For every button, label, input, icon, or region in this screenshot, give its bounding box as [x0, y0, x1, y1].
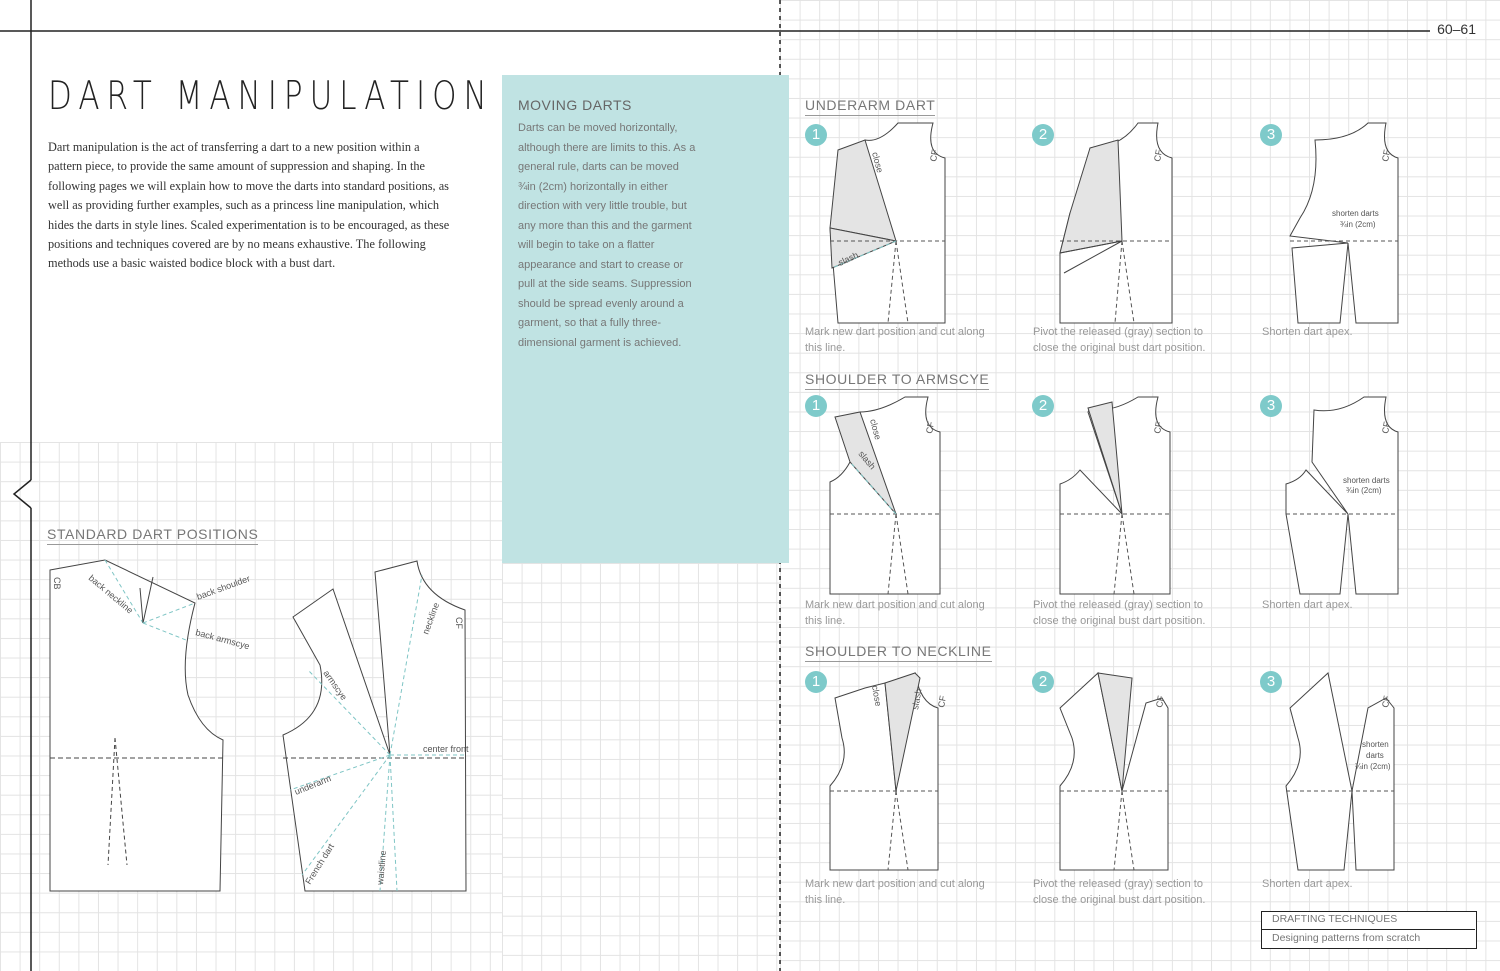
- grid-background-middle: [502, 563, 780, 971]
- shoulder-neckline-step1-diagram: close slash CF: [829, 671, 948, 871]
- underarm-step2-diagram: CF: [1059, 122, 1173, 324]
- underarm-step3-diagram: shorten darts ¾in (2cm) CF: [1289, 122, 1399, 324]
- standard-dart-title: STANDARD DART POSITIONS: [47, 526, 259, 545]
- caption-underarm-3: Shorten dart apex.: [1262, 326, 1353, 338]
- standard-dart-diagram: CB back neckline back shoulder back arms…: [49, 559, 469, 892]
- shoulder-armscye-step3-diagram: shorten darts ¾in (2cm) CF: [1285, 396, 1399, 595]
- intro-paragraph: Dart manipulation is the act of transfer…: [48, 140, 450, 271]
- label-back-shoulder: back shoulder: [195, 573, 251, 602]
- label-slash: slash: [910, 688, 923, 710]
- step-badge-1: 1: [805, 395, 827, 417]
- label-shorten: shorten: [1362, 740, 1389, 749]
- caption-neckline-1: Mark new dart position and cut along thi…: [805, 878, 985, 906]
- caption-neckline-3: Shorten dart apex.: [1262, 878, 1353, 890]
- label-cf: CF: [1380, 420, 1392, 434]
- section-title-shoulder-armscye: SHOULDER TO ARMSCYE: [805, 371, 990, 390]
- shoulder-neckline-step2-diagram: CF: [1059, 672, 1169, 871]
- underarm-step1-diagram: close slash CF: [829, 122, 946, 324]
- shoulder-neckline-step3-diagram: shorten darts ¾in (2cm) CF: [1285, 672, 1395, 871]
- step-badge-2: 2: [1032, 395, 1054, 417]
- front-bodice-diagram: [282, 560, 467, 892]
- caption-armscye-3: Shorten dart apex.: [1262, 599, 1353, 611]
- label-darts: darts: [1366, 751, 1384, 760]
- footer-subtitle: Designing patterns from scratch: [1272, 932, 1421, 944]
- label-shorten-darts: shorten darts: [1343, 476, 1390, 485]
- caption-armscye-1: Mark new dart position and cut along thi…: [805, 599, 985, 627]
- label-cf: CF: [936, 694, 948, 708]
- step-badge-1: 1: [805, 671, 827, 693]
- label-back-armscye: back armscye: [194, 627, 250, 651]
- sidebar-body: Darts can be moved horizontally, althoug…: [518, 122, 696, 349]
- caption-armscye-2: Pivot the released (gray) section to clo…: [1033, 599, 1206, 627]
- label-cb: CB: [52, 577, 62, 590]
- sidebar-box: [502, 75, 789, 563]
- label-amount: ¾in (2cm): [1355, 762, 1391, 771]
- section-title-underarm: UNDERARM DART: [805, 97, 936, 116]
- label-cf: CF: [1152, 148, 1164, 162]
- label-cf: CF: [1152, 420, 1164, 434]
- label-cf: CF: [1380, 148, 1392, 162]
- caption-underarm-1: Mark new dart position and cut along thi…: [805, 326, 985, 354]
- label-cf: CF: [1154, 694, 1166, 708]
- step-badge-2: 2: [1032, 671, 1054, 693]
- label-cf: CF: [924, 420, 936, 434]
- step-badge-1: 1: [805, 124, 827, 146]
- footer-box: [1261, 911, 1477, 949]
- label-amount: ¾in (2cm): [1346, 486, 1382, 495]
- section-title-shoulder-neckline: SHOULDER TO NECKLINE: [805, 643, 992, 662]
- step-badge-3: 3: [1260, 671, 1282, 693]
- page-number: 60–61: [1433, 21, 1476, 37]
- page-title: Dart manipulation: [48, 74, 494, 119]
- label-center-front: center front: [423, 744, 469, 754]
- label-close: close: [870, 685, 883, 707]
- label-amount: ¾in (2cm): [1340, 220, 1376, 229]
- footer-chapter: DRAFTING TECHNIQUES: [1272, 913, 1398, 925]
- step-badge-3: 3: [1260, 395, 1282, 417]
- label-cf: CF: [454, 617, 464, 629]
- footer-divider: [1262, 929, 1475, 930]
- shoulder-armscye-step1-diagram: close slash CF: [829, 396, 941, 595]
- label-waistline: waistline: [375, 850, 388, 886]
- shoulder-armscye-step2-diagram: CF: [1059, 396, 1171, 595]
- back-bodice-diagram: [49, 559, 224, 892]
- label-cf: CF: [928, 148, 940, 162]
- step-badge-2: 2: [1032, 124, 1054, 146]
- label-cf: CF: [1380, 694, 1392, 708]
- label-shorten-darts: shorten darts: [1332, 209, 1379, 218]
- caption-neckline-2: Pivot the released (gray) section to clo…: [1033, 878, 1206, 906]
- caption-underarm-2: Pivot the released (gray) section to clo…: [1033, 326, 1206, 354]
- step-badge-3: 3: [1260, 124, 1282, 146]
- sidebar-title: MOVING DARTS: [518, 97, 632, 113]
